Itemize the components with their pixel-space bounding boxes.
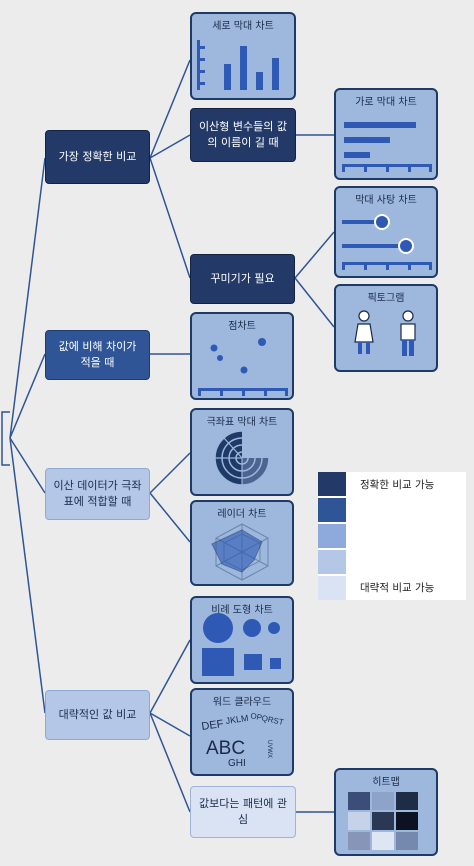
condition-decoration-needed: 꾸미기가 필요 <box>190 254 295 304</box>
vertical-bar-icon <box>197 40 279 90</box>
horizontal-bar-icon <box>342 122 432 172</box>
word-cloud-word: ABC <box>206 738 245 759</box>
radar-chart-card: 레이더 차트 <box>190 500 294 586</box>
card-title: 점차트 <box>228 321 256 332</box>
heatmap-icon <box>348 792 418 850</box>
condition-label: 꾸미기가 필요 <box>210 271 275 285</box>
word-cloud-word: JKLM <box>225 713 249 726</box>
legend-swatch <box>318 498 346 522</box>
category-label: 값에 비해 차이가 적을 때 <box>58 339 137 370</box>
polar-bar-chart-card: 극좌표 막대 차트 <box>190 408 294 496</box>
category-label: 가장 정확한 비교 <box>58 149 137 163</box>
word-cloud-word: GHI <box>228 758 246 769</box>
legend-bottom-label: 대략적 비교 가능 <box>360 582 435 594</box>
pictogram-card: 픽토그램 <box>334 284 438 372</box>
lollipop-icon <box>342 214 432 270</box>
card-title: 비례 도형 차트 <box>211 605 273 616</box>
category-approximate-comparison: 대략적인 값 비교 <box>45 690 150 740</box>
card-title: 막대 사탕 차트 <box>355 195 417 206</box>
heatmap-card: 히트맵 <box>334 768 438 856</box>
dot-chart-icon <box>198 338 288 396</box>
vertical-bar-chart-card: 세로 막대 차트 <box>190 12 296 100</box>
lollipop-chart-card: 막대 사탕 차트 <box>334 186 438 278</box>
card-title: 레이더 차트 <box>217 509 267 520</box>
word-cloud-word: OPQRST <box>250 711 285 727</box>
proportional-area-chart-card: 비례 도형 차트 <box>190 596 294 684</box>
legend-swatch <box>318 550 346 574</box>
word-cloud-word: UVWX <box>266 740 272 758</box>
polar-bar-icon <box>214 430 270 486</box>
legend-swatch <box>318 576 346 600</box>
word-cloud-word: DEF <box>201 718 225 733</box>
card-title: 극좌표 막대 차트 <box>206 417 278 428</box>
legend-swatch <box>318 524 346 548</box>
word-cloud-card: 워드 클라우드 DEF JKLM OPQRST ABC GHI UVWX <box>190 688 294 776</box>
category-label: 이산 데이터가 극좌표에 적합할 때 <box>53 478 142 509</box>
category-small-difference: 값에 비해 차이가 적을 때 <box>45 330 150 380</box>
proportional-area-icon <box>202 613 281 676</box>
pictogram-icon <box>354 310 416 356</box>
card-title: 가로 막대 차트 <box>355 97 417 108</box>
precision-legend: 정확한 비교 가능 대략적 비교 가능 <box>318 472 466 600</box>
radar-icon <box>211 523 269 581</box>
condition-label: 값보다는 패턴에 관심 <box>199 796 287 827</box>
legend-swatch <box>318 472 346 496</box>
male-figure-icon <box>400 310 416 356</box>
female-figure-icon <box>354 310 374 354</box>
category-label: 대략적인 값 비교 <box>58 707 137 721</box>
category-precise-comparison: 가장 정확한 비교 <box>45 130 150 184</box>
card-title: 워드 클라우드 <box>212 697 272 708</box>
card-title: 세로 막대 차트 <box>212 21 274 32</box>
card-title: 히트맵 <box>372 777 400 788</box>
horizontal-bar-chart-card: 가로 막대 차트 <box>334 88 438 180</box>
condition-pattern-interest: 값보다는 패턴에 관심 <box>190 786 296 838</box>
condition-long-names: 이산형 변수들의 값의 이름이 길 때 <box>190 108 296 162</box>
card-title: 픽토그램 <box>367 293 405 304</box>
legend-top-label: 정확한 비교 가능 <box>360 479 435 491</box>
condition-label: 이산형 변수들의 값의 이름이 길 때 <box>199 119 287 150</box>
word-cloud-icon: DEF JKLM OPQRST ABC GHI UVWX <box>201 711 285 769</box>
dot-chart-card: 점차트 <box>190 312 294 400</box>
category-polar-fit: 이산 데이터가 극좌표에 적합할 때 <box>45 468 150 520</box>
